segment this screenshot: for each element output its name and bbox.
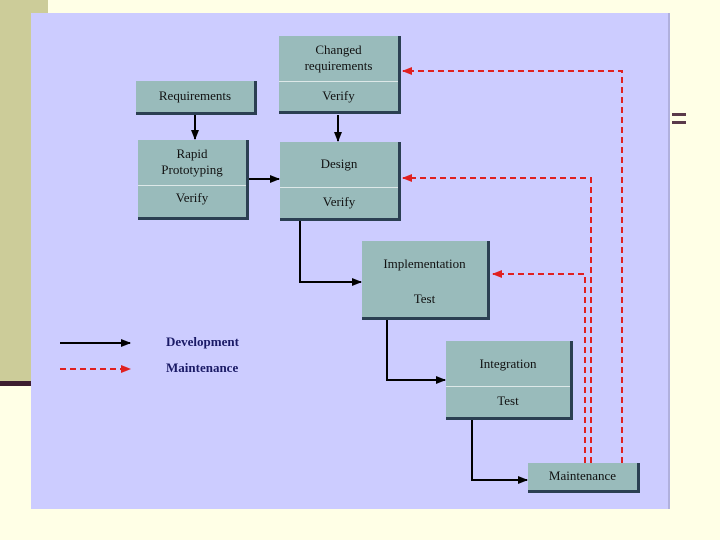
requirements-box: Requirements (136, 81, 257, 115)
slide-rule-decoration (0, 381, 40, 386)
integration-test: Test (497, 392, 519, 408)
box-divider (446, 386, 570, 387)
implementation-test: Test (413, 290, 436, 306)
box-divider (279, 81, 398, 82)
changed-requirements-label-line1: Changed (315, 41, 362, 57)
changed-requirements-verify: Verify (322, 87, 355, 103)
right-edge-decoration (672, 113, 686, 116)
requirements-label: Requirements (158, 87, 232, 103)
maint-arrow-to-design (402, 174, 592, 463)
dev-arrow-integration-to-maintenance (471, 420, 528, 484)
box-divider (280, 187, 398, 188)
changed-requirements-label-line2: requirements (304, 58, 373, 73)
rapid-prototyping-label-line1: Rapid (176, 145, 208, 161)
maintenance-box: Maintenance (528, 463, 640, 493)
legend-maintenance-label: Maintenance (166, 360, 239, 375)
dev-arrow-design-to-implementation (299, 221, 362, 286)
rapid-prototyping-box: Rapid Prototyping Verify (138, 140, 249, 220)
box-divider (138, 185, 246, 186)
implementation-label: Implementation (383, 255, 466, 271)
integration-label: Integration (479, 355, 537, 371)
dev-arrow-implementation-to-integration (386, 320, 446, 384)
legend-development-label: Development (166, 334, 239, 349)
design-verify: Verify (322, 193, 356, 209)
design-label: Design (320, 155, 358, 171)
rapid-prototyping-verify: Verify (175, 189, 209, 205)
rapid-prototyping-label-line2: Prototyping (161, 162, 223, 177)
right-edge-decoration (672, 121, 686, 124)
maint-arrow-to-changed-requirements (402, 67, 623, 463)
design-box: Design Verify (280, 142, 401, 221)
implementation-box: Implementation Test (362, 241, 490, 320)
maint-arrow-to-implementation (492, 270, 586, 463)
integration-box: Integration Test (446, 341, 573, 420)
maintenance-label: Maintenance (548, 468, 617, 484)
changed-requirements-box: Changed requirements Verify (279, 36, 401, 114)
